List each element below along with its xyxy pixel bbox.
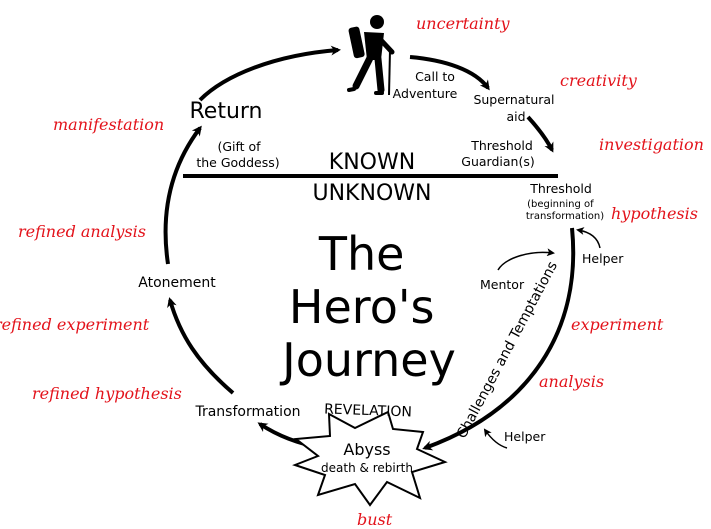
threshold-label: Threshold <box>529 181 592 196</box>
arc-threshold-to-abyss <box>422 227 576 451</box>
annotation-hypothesis: hypothesis <box>611 204 698 223</box>
annotation-manifestation: manifestation <box>53 115 164 134</box>
mentor-label: Mentor <box>480 277 525 292</box>
transformation-label: Transformation <box>194 404 300 420</box>
atonement-label: Atonement <box>138 275 216 291</box>
unknown-label: UNKNOWN <box>313 181 432 206</box>
annotation-creativity: creativity <box>560 71 638 90</box>
arc-call-to-aid <box>409 55 490 91</box>
annotation-investigation: investigation <box>599 135 704 154</box>
helper-bottom-label: Helper <box>504 429 546 444</box>
annotation-refined-experiment: refined experiment <box>0 315 150 334</box>
gift-of-the-goddess-label: (Gift of the Goddess) <box>196 139 279 170</box>
call-to-adventure-label: Call to Adventure <box>393 69 459 101</box>
helper-bottom-arrow <box>483 428 508 449</box>
annotation-bust: bust <box>357 510 393 529</box>
arc-transformation-to-atonement <box>167 297 235 395</box>
arc-guardian-to-threshold <box>526 115 554 153</box>
abyss-starburst <box>292 410 448 507</box>
mentor-arrow <box>497 248 555 271</box>
helper-top-label: Helper <box>582 251 624 266</box>
red-annotations: uncertainty creativity investigation hyp… <box>0 14 704 529</box>
annotation-analysis: analysis <box>539 372 604 391</box>
annotation-refined-hypothesis: refined hypothesis <box>32 384 182 403</box>
helper-top-arrow <box>576 227 601 249</box>
revelation-label: REVELATION <box>324 401 412 420</box>
arc-return-to-call <box>198 45 341 102</box>
return-label: Return <box>189 99 262 124</box>
abyss-subtitle: death & rebirth <box>321 461 413 475</box>
hiker-icon <box>347 15 395 96</box>
known-label: KNOWN <box>329 150 415 175</box>
annotation-uncertainty: uncertainty <box>416 14 511 33</box>
annotation-refined-analysis: refined analysis <box>18 222 146 241</box>
supernatural-aid-label: Supernatural aid <box>473 92 558 124</box>
threshold-subtitle: (beginning of transformation) <box>526 199 604 222</box>
threshold-guardians-label: Threshold Guardian(s) <box>461 138 537 169</box>
diagram-title: The Hero's Journey <box>279 227 456 387</box>
annotation-experiment: experiment <box>571 315 664 334</box>
arc-atonement-to-return <box>163 125 202 265</box>
abyss-label: Abyss <box>343 440 390 459</box>
